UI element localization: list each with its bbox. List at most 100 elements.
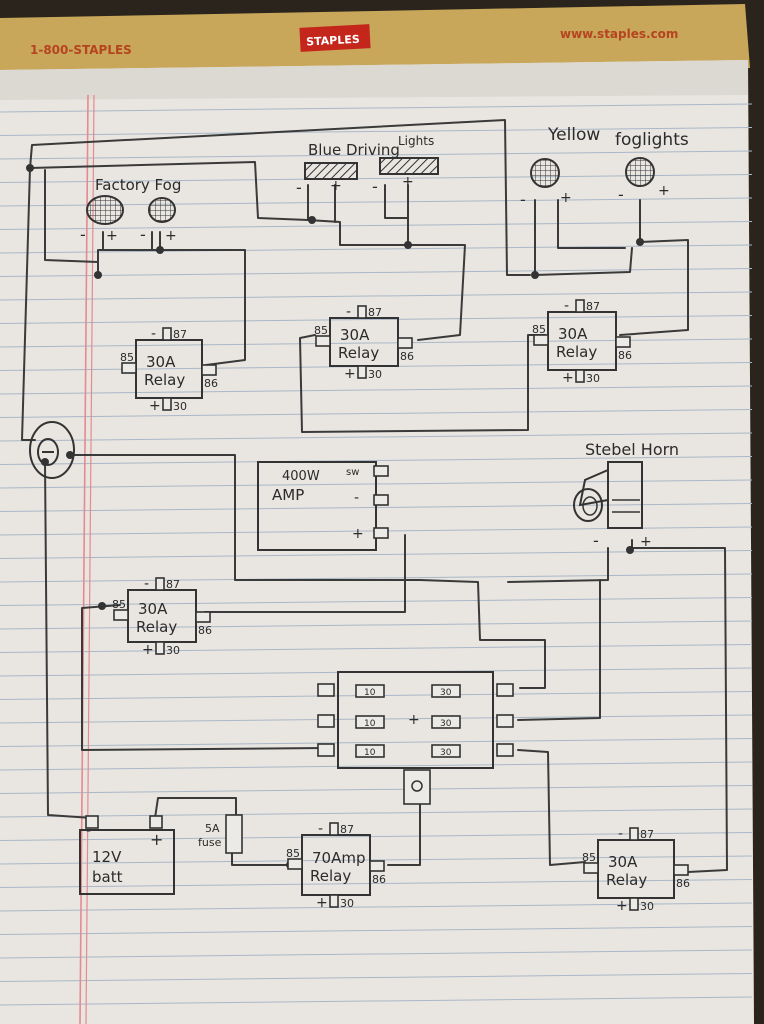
- blue-plus-left: +: [330, 178, 342, 194]
- relay-pin-86-label: 86: [676, 877, 690, 890]
- ruled-line: [0, 808, 753, 818]
- relay-pin-30-label: 30: [368, 368, 382, 381]
- relay-pin-85-label: 85: [532, 323, 546, 336]
- relay-87-dash: -: [151, 326, 156, 342]
- relay-rating: 70Amp: [312, 849, 365, 867]
- ruled-line: [0, 785, 753, 794]
- factory-fog-left-lamp: [86, 195, 124, 225]
- fog-minus-right: -: [140, 225, 146, 244]
- relay-rating: 30A: [340, 326, 370, 344]
- yellow-right-lamp: [625, 157, 655, 187]
- ruled-line: [0, 738, 753, 747]
- amp-minus-label: -: [354, 490, 359, 506]
- relay-pin-30-label: 30: [640, 900, 654, 913]
- amp-label-2: AMP: [272, 486, 304, 504]
- relay-terminal-30: [629, 897, 639, 911]
- fuse-6-rating: 30: [440, 748, 452, 758]
- relay-terminal-87: [162, 327, 172, 341]
- blue-minus-left: -: [296, 178, 302, 197]
- factory-fog-right-lamp: [148, 197, 176, 223]
- ruled-line: [0, 926, 753, 935]
- ruled-line: [0, 268, 753, 277]
- fuse-1-rating: 10: [364, 688, 376, 698]
- dash-switch: [29, 421, 75, 479]
- yellow-plus-left: +: [560, 190, 572, 206]
- relay-terminal-30: [357, 365, 367, 379]
- stebel-horn-label: Stebel Horn: [585, 440, 679, 459]
- relay-87-dash: -: [318, 821, 323, 837]
- blue-plus-right: +: [402, 174, 414, 190]
- pad-url: www.staples.com: [560, 27, 678, 41]
- amp-minus-terminal: [373, 494, 389, 506]
- blue-driving-label-1: Blue Driving: [308, 141, 400, 159]
- relay-pin-30-label: 30: [586, 372, 600, 385]
- relay-30-plus: +: [616, 898, 628, 914]
- factory-fog-label: Factory Fog: [95, 176, 181, 194]
- fuse-block: [337, 671, 494, 769]
- relay-pin-85-label: 85: [582, 851, 596, 864]
- ruled-line: [0, 409, 753, 418]
- relay-87-dash: -: [618, 826, 623, 842]
- relay-pin-86-label: 86: [198, 624, 212, 637]
- ruled-line: [0, 432, 753, 442]
- relay-terminal-30: [575, 369, 585, 383]
- relay-terminal-85: [121, 362, 137, 374]
- relay-30-plus: +: [316, 895, 328, 911]
- ruled-line: [0, 879, 753, 888]
- fuse-slot-1: [355, 684, 385, 698]
- fuse-label-2: fuse: [198, 836, 222, 849]
- fuse-block-terminals: [317, 683, 514, 805]
- ruled-line: [0, 150, 753, 160]
- ruled-line: [0, 221, 753, 230]
- ruled-line: [0, 761, 753, 771]
- relay-30-plus: +: [149, 398, 161, 414]
- blue-minus-right: -: [372, 177, 378, 196]
- relay-rating: 30A: [558, 325, 588, 343]
- relay-pin-87-label: 87: [640, 828, 654, 841]
- fuse-4-rating: 30: [440, 719, 452, 729]
- yellow-plus-right: +: [658, 183, 670, 199]
- fuse-block-center-plus: +: [408, 712, 420, 728]
- relay-pin-85-label: 85: [314, 324, 328, 337]
- relay-87-dash: -: [564, 298, 569, 314]
- ruled-line: [0, 385, 753, 395]
- relay-pin-85-label: 85: [286, 847, 300, 860]
- relay-terminal-30: [329, 894, 339, 908]
- ruled-line: [0, 832, 753, 841]
- ruled-line: [0, 291, 753, 301]
- battery-neg-terminal: [85, 815, 99, 829]
- battery-plus: +: [150, 830, 163, 849]
- relay-pin-87-label: 87: [368, 306, 382, 319]
- relay-terminal-87: [575, 299, 585, 313]
- battery-label-2: batt: [92, 868, 123, 886]
- relay-terminal-85: [113, 609, 129, 621]
- yellow-left-lamp: [530, 158, 560, 188]
- ruled-line: [0, 996, 753, 1006]
- relay-pin-30-label: 30: [173, 400, 187, 413]
- blue-driving-label-2: Lights: [398, 134, 434, 148]
- relay-rating: 30A: [146, 353, 176, 371]
- relay-terminal-87: [357, 305, 367, 319]
- blue-driving-right-lamp: [379, 157, 439, 175]
- battery-pos-terminal: [149, 815, 163, 829]
- fog-plus-right: +: [165, 228, 177, 244]
- ruled-line: [0, 597, 753, 606]
- yellow-minus-right: -: [618, 185, 624, 204]
- fuse-slot-2: [431, 684, 461, 698]
- margin-line: [79, 94, 89, 1024]
- relays: 30ARelay-878586+3030ARelay-878586+3030AR…: [112, 298, 690, 914]
- amp-switch-terminal: [373, 465, 389, 477]
- pad-phone: 1-800-STAPLES: [30, 43, 132, 57]
- relay-terminal-86: [673, 864, 689, 876]
- ruled-line: [0, 855, 753, 865]
- staples-logo: [299, 24, 371, 52]
- relay-terminal-30: [162, 397, 172, 411]
- relay-name: Relay: [606, 871, 647, 889]
